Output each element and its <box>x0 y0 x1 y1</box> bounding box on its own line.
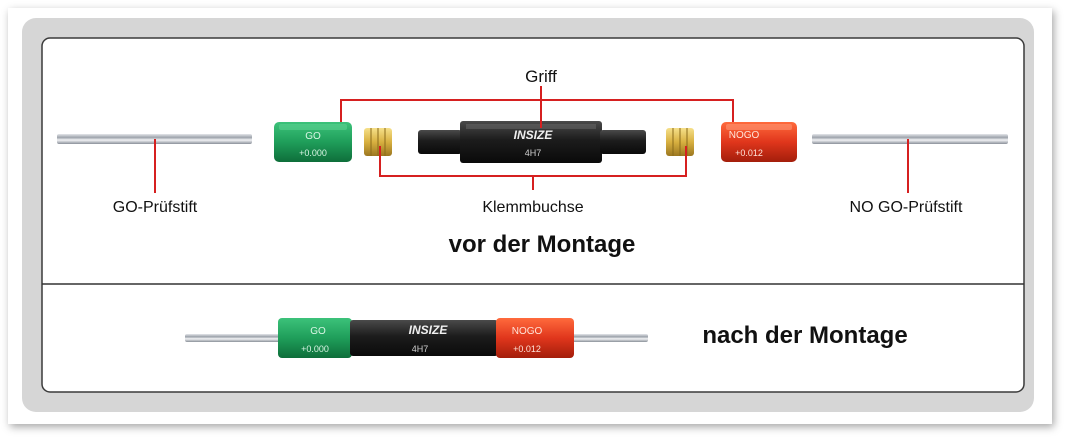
assembled-grade: 4H7 <box>412 344 429 354</box>
assembled-brand-logo: INSIZE <box>409 323 449 337</box>
nogo-handle <box>721 122 797 162</box>
clamp-bush-left <box>364 128 392 156</box>
grade-label: 4H7 <box>525 148 542 158</box>
go-handle <box>274 122 352 162</box>
go-handle-tolerance: +0.000 <box>299 148 327 158</box>
nogo-pin <box>812 134 1008 144</box>
after-title: nach der Montage <box>702 322 907 349</box>
assembled-nogo-pin <box>572 334 648 342</box>
assembled-go-pin <box>185 334 281 342</box>
nogo-handle-tolerance: +0.012 <box>735 148 763 158</box>
go-pin-label: GO-Prüfstift <box>113 199 198 216</box>
clamp-bush-right <box>666 128 694 156</box>
go-handle-label: GO <box>305 131 321 142</box>
assembled-gauge <box>278 318 574 358</box>
assembled-go-label: GO <box>310 326 326 337</box>
assembled-nogo-tolerance: +0.012 <box>513 344 541 354</box>
handle-body <box>418 121 646 163</box>
nogo-handle-label: NOGO <box>729 130 760 141</box>
assembled-go-tolerance: +0.000 <box>301 344 329 354</box>
nogo-pin-label: NO GO-Prüfstift <box>850 199 963 216</box>
brand-logo: INSIZE <box>514 128 554 142</box>
before-title: vor der Montage <box>449 231 636 258</box>
leader-lines <box>154 86 909 193</box>
griff-label: Griff <box>525 67 557 86</box>
assembled-nogo-label: NOGO <box>512 326 543 337</box>
clamp-label: Klemmbuchse <box>482 199 583 216</box>
